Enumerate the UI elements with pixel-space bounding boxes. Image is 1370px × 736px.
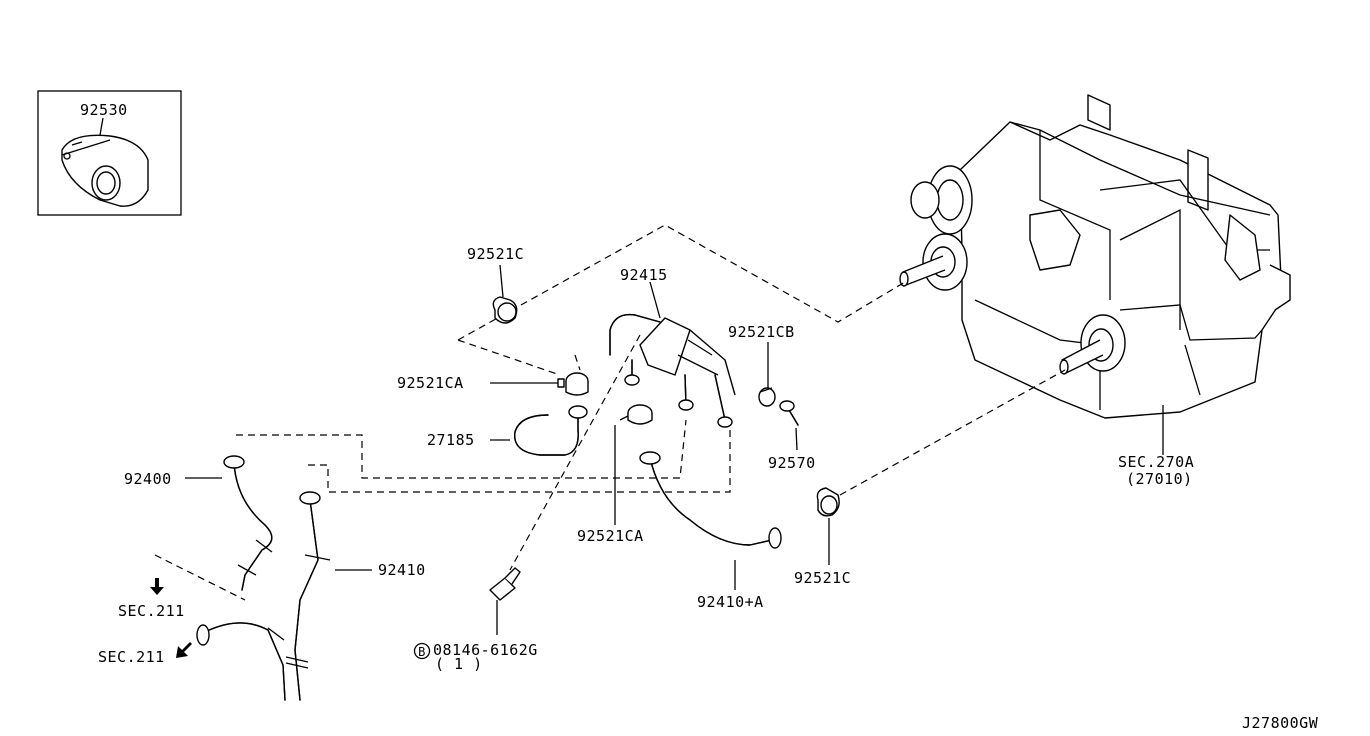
- bolt-08146-6162G-icon: [489, 567, 521, 635]
- label-92521CA-bottom: 92521CA: [577, 527, 644, 545]
- label-92415: 92415: [620, 266, 668, 284]
- hose-92410-icon: [196, 491, 372, 701]
- clamp-92521CA-left-icon: [490, 372, 589, 396]
- clamp-92521CA-bottom-icon: [614, 404, 653, 525]
- label-92521CA-left: 92521CA: [397, 374, 464, 392]
- sec211-top-arrow-icon: [150, 578, 164, 595]
- inset-box-92530: 92530: [37, 90, 182, 216]
- hose-92410A-icon: [639, 451, 782, 590]
- label-bolt-qty: ( 1 ): [435, 655, 483, 673]
- label-92410: 92410: [378, 561, 426, 579]
- diagram-id: J27800GW: [1242, 714, 1319, 732]
- label-27185: 27185: [427, 431, 475, 449]
- bolt-circle-letter: B: [418, 645, 426, 659]
- sec211-bottom-arrow-icon: [176, 642, 192, 658]
- label-92521C-bottom: 92521C: [794, 569, 851, 587]
- bolt-badge: B: [413, 642, 431, 660]
- label-92530: 92530: [80, 101, 128, 119]
- hose-92400-icon: [185, 455, 273, 591]
- label-92400: 92400: [124, 470, 172, 488]
- heater-unit-sec270a: [899, 94, 1291, 455]
- label-sec211-bottom: SEC.211: [98, 648, 165, 666]
- clamp-92521CB-icon: [758, 342, 776, 407]
- label-92521C-top: 92521C: [467, 245, 524, 263]
- heater-outlet-pipe-icon: [1059, 314, 1126, 375]
- label-92521CB: 92521CB: [728, 323, 795, 341]
- heater-inlet-pipe-icon: [899, 165, 973, 291]
- label-92410A: 92410+A: [697, 593, 764, 611]
- water-valve-92415-icon: [609, 281, 736, 428]
- clamp-92521C-bottom-icon: [816, 487, 840, 565]
- clamp-92521C-top-icon: [492, 264, 518, 324]
- label-sec270a: SEC.270A: [1118, 453, 1194, 471]
- insulator-92530-icon: [61, 134, 149, 207]
- label-92570: 92570: [768, 454, 816, 472]
- hose-27185-icon: [490, 405, 588, 456]
- connection-dashed-lines: [154, 224, 1066, 601]
- label-bolt-number: 08146-6162G: [433, 641, 538, 659]
- label-sec211-top: SEC.211: [118, 602, 185, 620]
- hose-92570-icon: [779, 400, 799, 451]
- label-sec270a-sub: (27010): [1126, 470, 1193, 488]
